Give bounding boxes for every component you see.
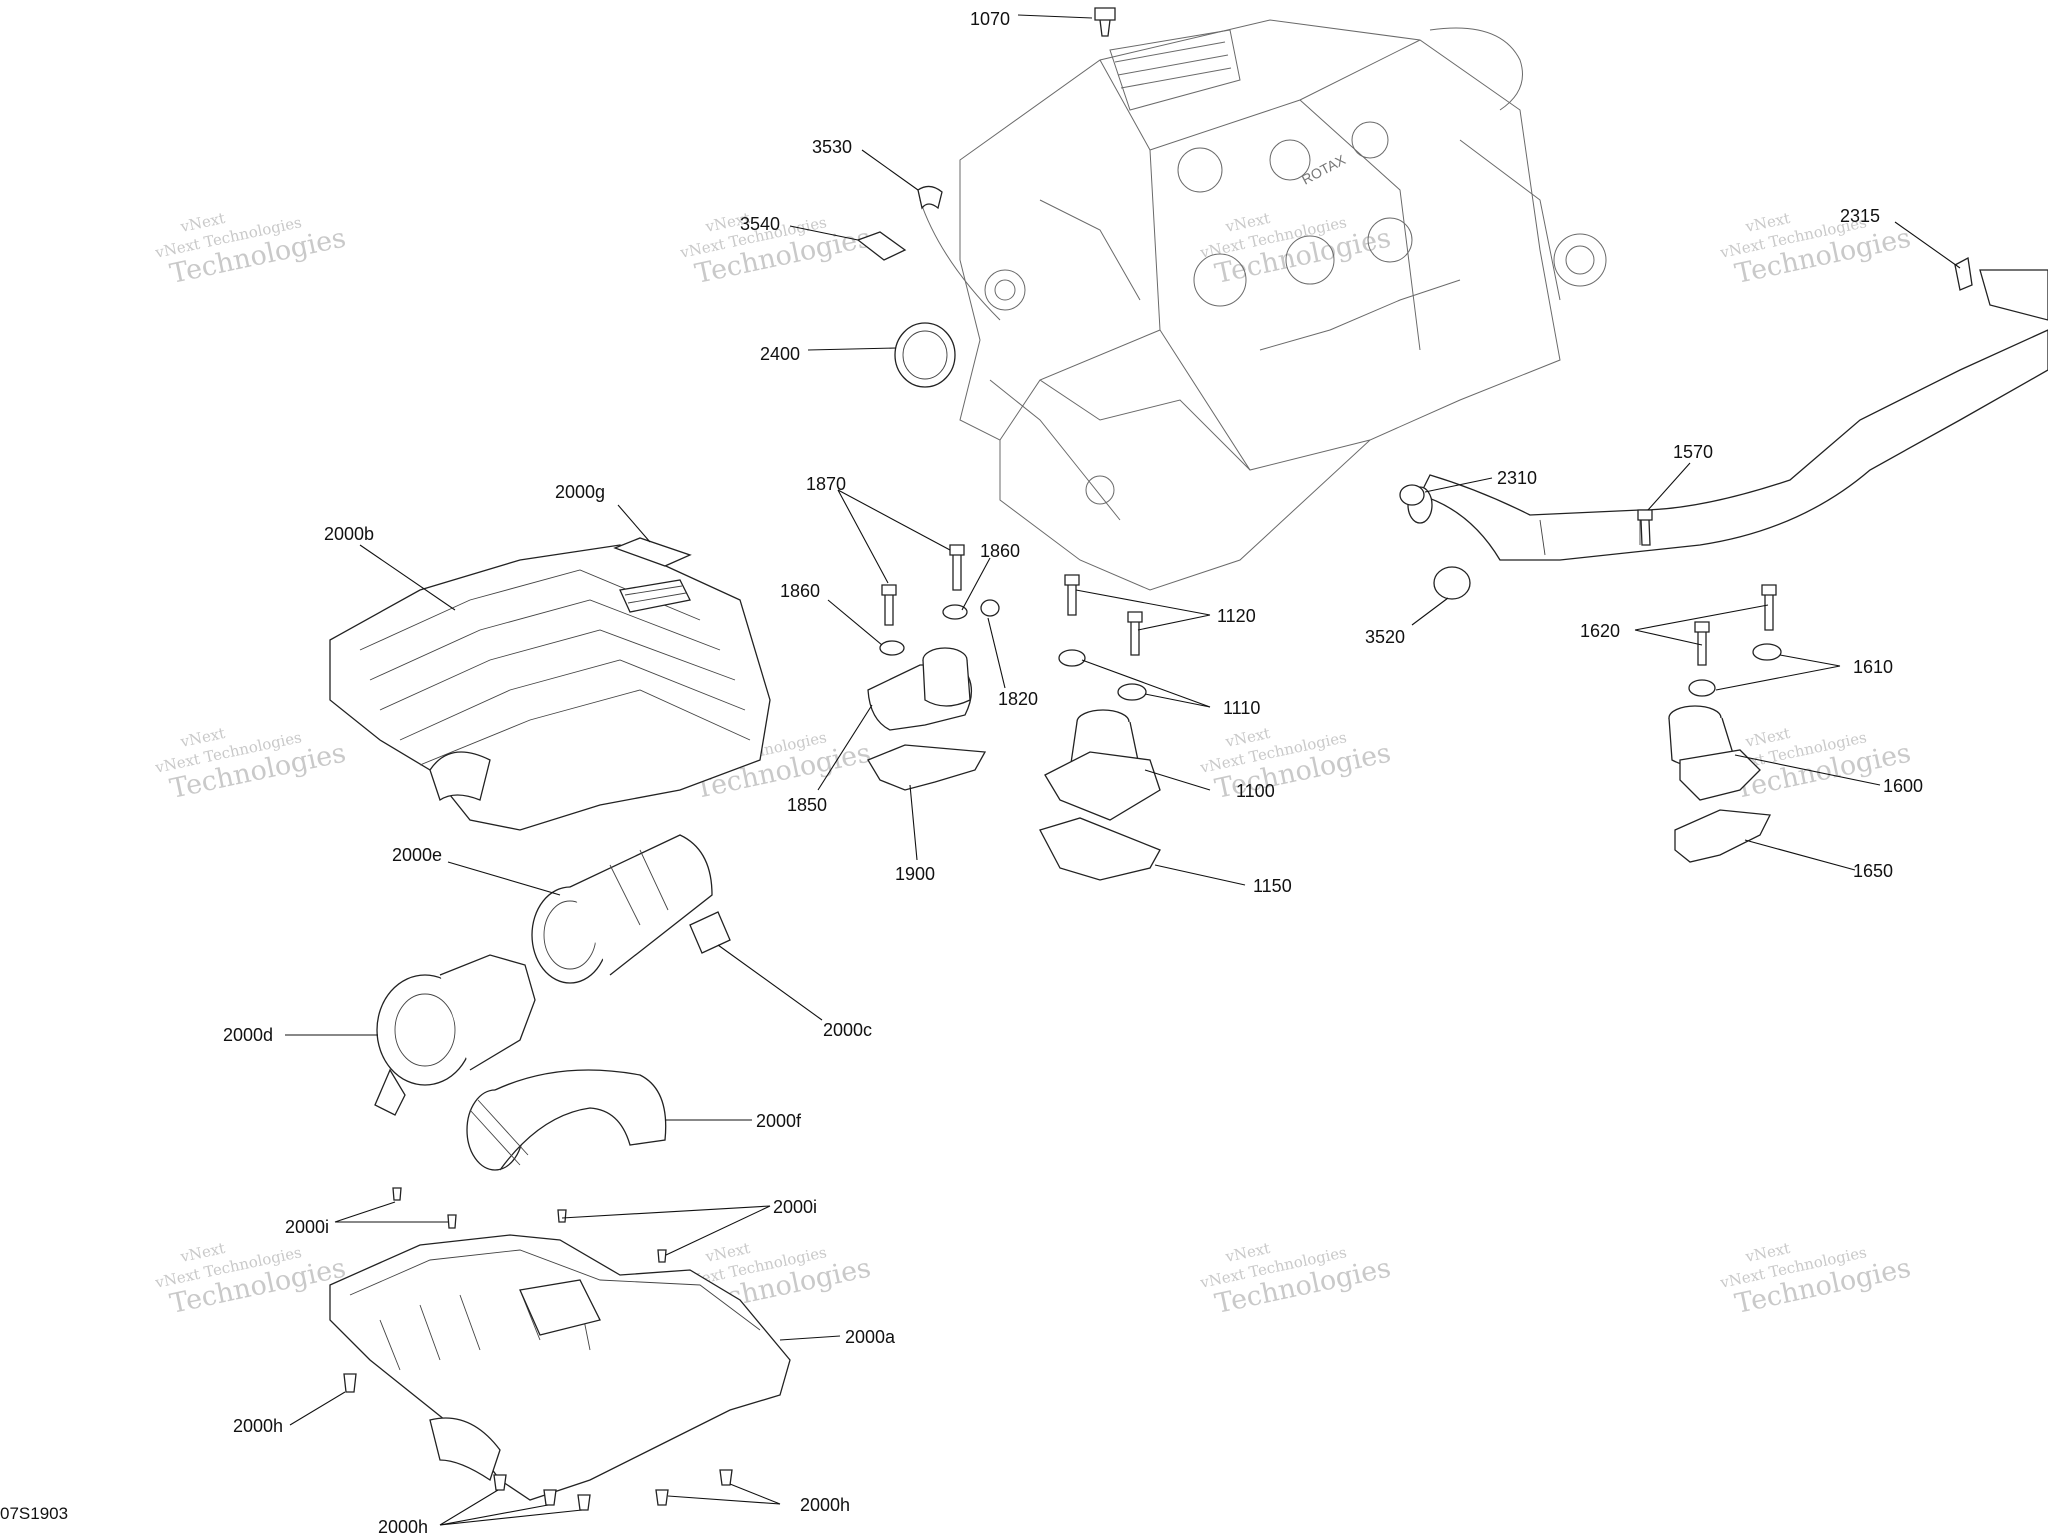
watermark: vNext vNext Technologies Technologies (1718, 209, 1914, 290)
callout-2000d: 2000d (223, 1025, 273, 1045)
callout-1820: 1820 (998, 689, 1038, 709)
fitting-2000c (689, 911, 731, 954)
intake-tube-2000e (531, 834, 713, 984)
intake-duct-2000d (374, 954, 536, 1116)
callout-1650: 1650 (1853, 861, 1893, 881)
callouts: 1070 3530 3540 2400 2315 1570 2310 3520 … (223, 9, 1923, 1536)
engine-assembly: ROTAX (919, 19, 1607, 591)
callout-1150: 1150 (1253, 876, 1292, 896)
hose-assembly (1407, 269, 2048, 561)
callout-2315: 2315 (1840, 206, 1880, 226)
callout-1900: 1900 (895, 864, 935, 884)
watermark: vNext vNext Technologies Technologies (678, 209, 874, 290)
callout-1610: 1610 (1853, 657, 1893, 677)
callout-1860-left: 1860 (780, 581, 820, 601)
diagram-code: 07S1903 (0, 1504, 68, 1523)
callout-2310: 2310 (1497, 468, 1537, 488)
callout-2000a: 2000a (845, 1327, 896, 1347)
callout-1110: 1110 (1223, 698, 1260, 718)
watermark: vNext vNext Technologies Technologies (153, 209, 349, 290)
callout-2000h-right: 2000h (800, 1495, 850, 1515)
watermark: vNext vNext Technologies Technologies (1718, 1239, 1914, 1320)
callout-2000c: 2000c (823, 1020, 872, 1040)
callout-2000f: 2000f (756, 1111, 802, 1131)
callout-2000i-left: 2000i (285, 1217, 329, 1237)
engine-brand-label: ROTAX (1299, 151, 1349, 188)
watermark: vNext vNext Technologies Technologies (1198, 1239, 1394, 1320)
callout-3520: 3520 (1365, 627, 1405, 647)
callout-2000h-bottom: 2000h (378, 1517, 428, 1536)
callout-1870: 1870 (806, 474, 846, 494)
hardware (343, 7, 1973, 1511)
callout-1620: 1620 (1580, 621, 1620, 641)
callout-1850: 1850 (787, 795, 827, 815)
callout-1570: 1570 (1673, 442, 1713, 462)
callout-1600: 1600 (1883, 776, 1923, 796)
callout-2000i-right: 2000i (773, 1197, 817, 1217)
callout-1860-right: 1860 (980, 541, 1020, 561)
callout-3540: 3540 (740, 214, 780, 234)
callout-3530: 3530 (812, 137, 852, 157)
callout-2000e: 2000e (392, 845, 442, 865)
callout-2400: 2400 (760, 344, 800, 364)
airbox-base (329, 1234, 791, 1501)
decal-2000g (613, 537, 692, 567)
callout-2000h-left: 2000h (233, 1416, 283, 1436)
callout-1100: 1100 (1236, 781, 1275, 801)
airbox-cover (329, 544, 771, 831)
intake-hose-2000f (466, 1069, 667, 1171)
watermark: vNext vNext Technologies Technologies (153, 724, 349, 805)
callout-2000b: 2000b (324, 524, 374, 544)
leader-lines (285, 14, 1961, 1526)
watermark: vNext vNext Technologies Technologies (1198, 209, 1394, 290)
callout-1120: 1120 (1217, 606, 1256, 626)
callout-2000g: 2000g (555, 482, 605, 502)
callout-1070: 1070 (970, 9, 1010, 29)
